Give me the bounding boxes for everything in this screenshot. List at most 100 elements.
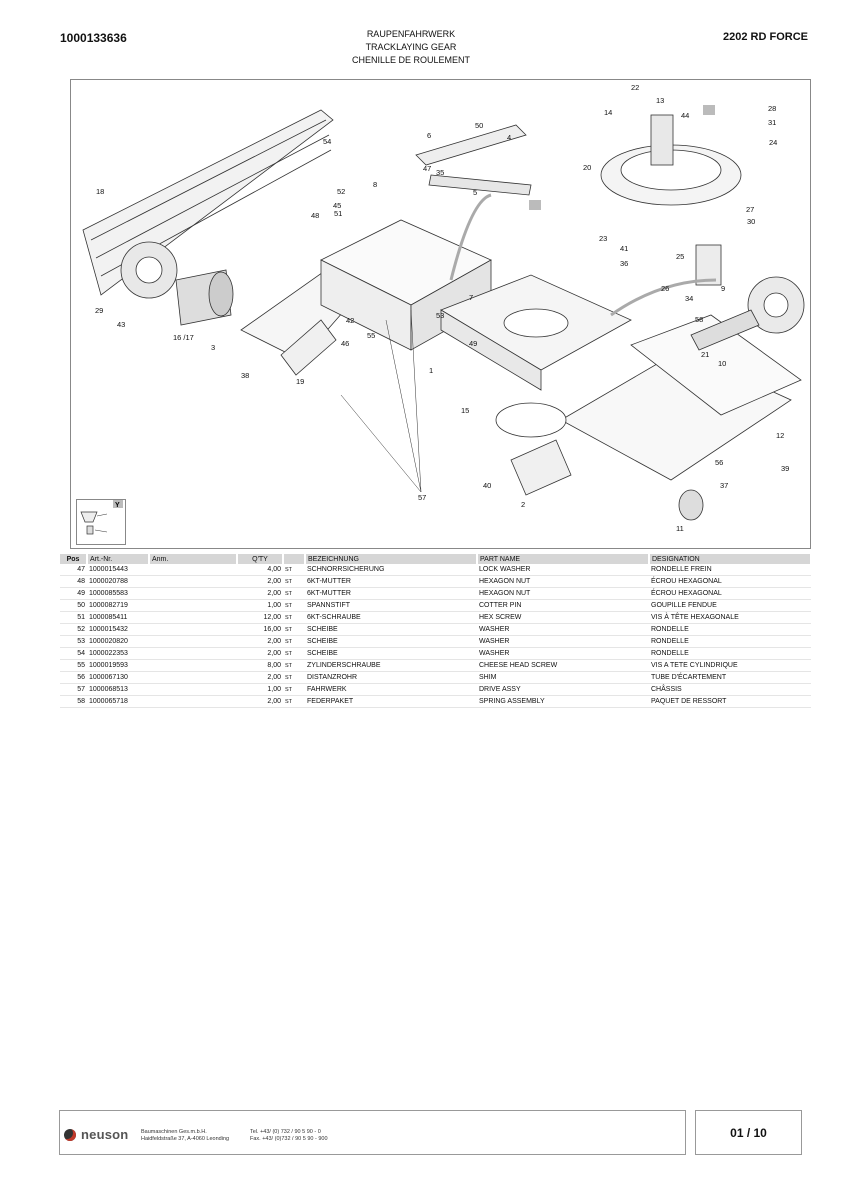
svg-text:53: 53 [436, 311, 444, 320]
row-bezeichnung: SPANNSTIFT [305, 599, 477, 612]
spring-assembly [690, 309, 760, 351]
street-address: Haidfeldstraße 37, A-4060 Leonding [141, 1136, 230, 1142]
svg-text:14: 14 [604, 108, 612, 117]
company-address: Baumaschinen Ges.m.b.H. Haidfeldstraße 3… [141, 1129, 229, 1143]
telephone: Tel. +43/ (0) 732 / 90 5 90 - 0 [250, 1129, 321, 1135]
row-article-number: 1000067130 [87, 671, 149, 684]
svg-text:34: 34 [685, 294, 693, 303]
row-pos: 49 [60, 587, 87, 600]
title-english: TRACKLAYING GEAR [365, 42, 457, 52]
skid-plate [495, 402, 567, 438]
row-pos: 55 [60, 659, 87, 672]
row-quantity: 2,00 [237, 647, 283, 660]
row-pos: 54 [60, 647, 87, 660]
row-pos: 58 [60, 695, 87, 708]
row-pos: 47 [60, 564, 87, 576]
svg-text:29: 29 [95, 306, 103, 315]
svg-text:25: 25 [676, 252, 684, 261]
table-header-row: Pos Art.-Nr. Anm. Q'TY BEZEICHNUNG PART … [60, 554, 812, 564]
svg-text:13: 13 [656, 96, 664, 105]
col-unit [283, 554, 306, 564]
row-remark [149, 635, 237, 648]
svg-text:57: 57 [418, 493, 426, 502]
svg-text:4: 4 [507, 133, 511, 142]
row-part-name: HEXAGON NUT [477, 587, 649, 600]
svg-text:20: 20 [583, 163, 591, 172]
row-quantity: 2,00 [237, 695, 283, 708]
svg-text:43: 43 [117, 320, 125, 329]
row-quantity: 2,00 [237, 575, 283, 588]
svg-text:3: 3 [211, 343, 215, 352]
track-chain [82, 109, 334, 296]
logo-text: neuson [81, 1127, 129, 1142]
row-pos: 52 [60, 623, 87, 636]
parts-list-table: Pos Art.-Nr. Anm. Q'TY BEZEICHNUNG PART … [60, 554, 812, 708]
row-bezeichnung: FEDERPAKET [305, 695, 477, 708]
row-part-name: SHIM [477, 671, 649, 684]
row-article-number: 1000085583 [87, 587, 149, 600]
machine-model: 2202 RD FORCE [723, 31, 808, 43]
row-unit: ST [283, 647, 305, 660]
svg-text:40: 40 [483, 481, 491, 490]
svg-text:15: 15 [461, 406, 469, 415]
row-remark [149, 623, 237, 636]
svg-text:2: 2 [521, 500, 525, 509]
row-part-name: WASHER [477, 635, 649, 648]
row-designation: RONDELLE FREIN [649, 564, 811, 576]
col-designation: DESIGNATION [649, 554, 812, 564]
row-article-number: 1000022353 [87, 647, 149, 660]
svg-text:26: 26 [661, 284, 669, 293]
row-part-name: WASHER [477, 623, 649, 636]
svg-text:51: 51 [334, 209, 342, 218]
exploded-parts-drawing: 1 2 3 4 5 6 7 8 9 10 11 12 13 14 15 16 /… [70, 79, 811, 549]
row-quantity: 16,00 [237, 623, 283, 636]
svg-text:6: 6 [427, 131, 431, 140]
cylinder-rod [415, 124, 527, 166]
row-pos: 56 [60, 671, 87, 684]
svg-text:23: 23 [599, 234, 607, 243]
row-designation: VIS À TÊTE HEXAGONALE [649, 611, 811, 624]
row-bezeichnung: 6KT-MUTTER [305, 587, 477, 600]
svg-text:50: 50 [475, 121, 483, 130]
row-bezeichnung: SCHEIBE [305, 635, 477, 648]
row-unit: ST [283, 611, 305, 624]
bottom-roller [678, 489, 704, 521]
row-article-number: 1000015443 [87, 564, 149, 576]
row-remark [149, 599, 237, 612]
row-quantity: 12,00 [237, 611, 283, 624]
row-bezeichnung: 6KT-SCHRAUBE [305, 611, 477, 624]
document-number: 1000133636 [60, 31, 127, 45]
company-name: Baumaschinen Ges.m.b.H. [141, 1129, 207, 1135]
svg-text:38: 38 [241, 371, 249, 380]
col-part-name: PART NAME [477, 554, 650, 564]
logo-mark-icon [64, 1128, 76, 1141]
row-part-name: HEXAGON NUT [477, 575, 649, 588]
row-designation: CHÂSSIS [649, 683, 811, 696]
svg-text:9: 9 [721, 284, 725, 293]
svg-text:39: 39 [781, 464, 789, 473]
title-french: CHENILLE DE ROULEMENT [351, 55, 471, 65]
row-article-number: 1000020788 [87, 575, 149, 588]
svg-text:8: 8 [373, 180, 377, 189]
row-bezeichnung: ZYLINDERSCHRAUBE [305, 659, 477, 672]
row-unit: ST [283, 659, 305, 672]
row-remark [149, 575, 237, 588]
svg-text:54: 54 [323, 137, 331, 146]
svg-text:37: 37 [720, 481, 728, 490]
row-unit: ST [283, 599, 305, 612]
row-remark [149, 587, 237, 600]
position-callouts: 1 2 3 4 5 6 7 8 9 10 11 12 13 14 15 16 /… [95, 83, 789, 537]
row-unit: ST [283, 564, 305, 576]
row-remark [149, 695, 237, 708]
svg-text:22: 22 [631, 83, 639, 92]
svg-text:19: 19 [296, 377, 304, 386]
row-bezeichnung: DISTANZROHR [305, 671, 477, 684]
svg-text:7: 7 [469, 293, 473, 302]
row-remark [149, 671, 237, 684]
